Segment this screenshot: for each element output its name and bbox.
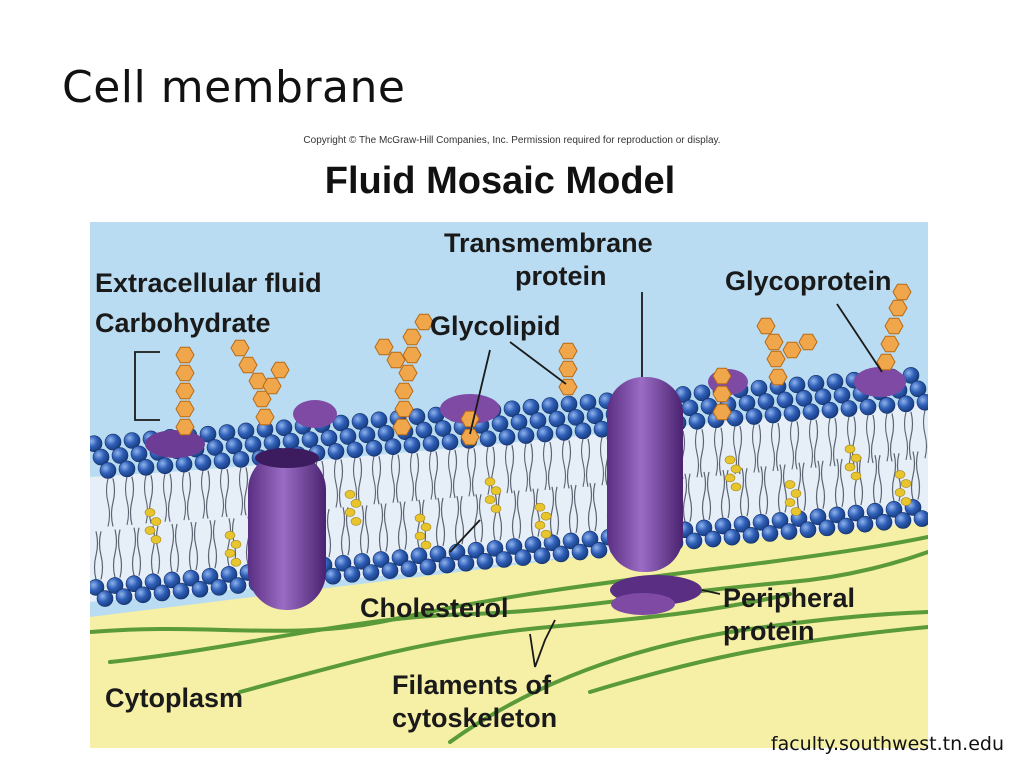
carbohydrate-chains xyxy=(175,283,912,446)
glycolipid-leader-1 xyxy=(469,349,491,435)
label-carbohydrate: Carbohydrate xyxy=(95,308,271,338)
cholesterol-molecules xyxy=(144,444,912,567)
label-cholesterol: Cholesterol xyxy=(360,593,509,623)
fluid-mosaic-diagram: Extracellular fluid Carbohydrate Glycoli… xyxy=(90,222,928,748)
peripheral-leader xyxy=(701,589,721,595)
cytoskeleton-filaments xyxy=(90,535,928,744)
label-extracellular-fluid: Extracellular fluid xyxy=(95,268,322,298)
glycolipid-heads xyxy=(145,367,906,458)
glycoprotein-leader xyxy=(836,303,883,373)
slide-title: Cell membrane xyxy=(62,62,406,113)
label-glycoprotein: Glycoprotein xyxy=(725,266,892,296)
label-transmembrane-line1: Transmembrane xyxy=(444,228,653,258)
label-peripheral-line1: Peripheral xyxy=(723,583,855,613)
label-transmembrane-line2: protein xyxy=(515,261,607,291)
carbohydrate-bracket xyxy=(134,351,160,421)
cholesterol-leader xyxy=(449,519,481,553)
label-cytoplasm: Cytoplasm xyxy=(105,683,243,713)
copyright-notice: Copyright © The McGraw-Hill Companies, I… xyxy=(303,135,721,146)
label-glycolipid: Glycolipid xyxy=(430,311,561,341)
integral-protein-left xyxy=(248,448,326,610)
transmembrane-protein xyxy=(607,377,683,572)
source-credit: faculty.southwest.tn.edu xyxy=(770,733,1004,755)
label-filaments-line2: cytoskeleton xyxy=(392,703,557,733)
label-peripheral-line2: protein xyxy=(723,616,815,646)
glycolipid-leader-2 xyxy=(509,341,567,385)
peripheral-protein xyxy=(610,575,702,615)
label-filaments-line1: Filaments of xyxy=(392,670,552,700)
figure-title: Fluid Mosaic Model xyxy=(324,160,676,202)
filaments-leader xyxy=(529,619,556,668)
